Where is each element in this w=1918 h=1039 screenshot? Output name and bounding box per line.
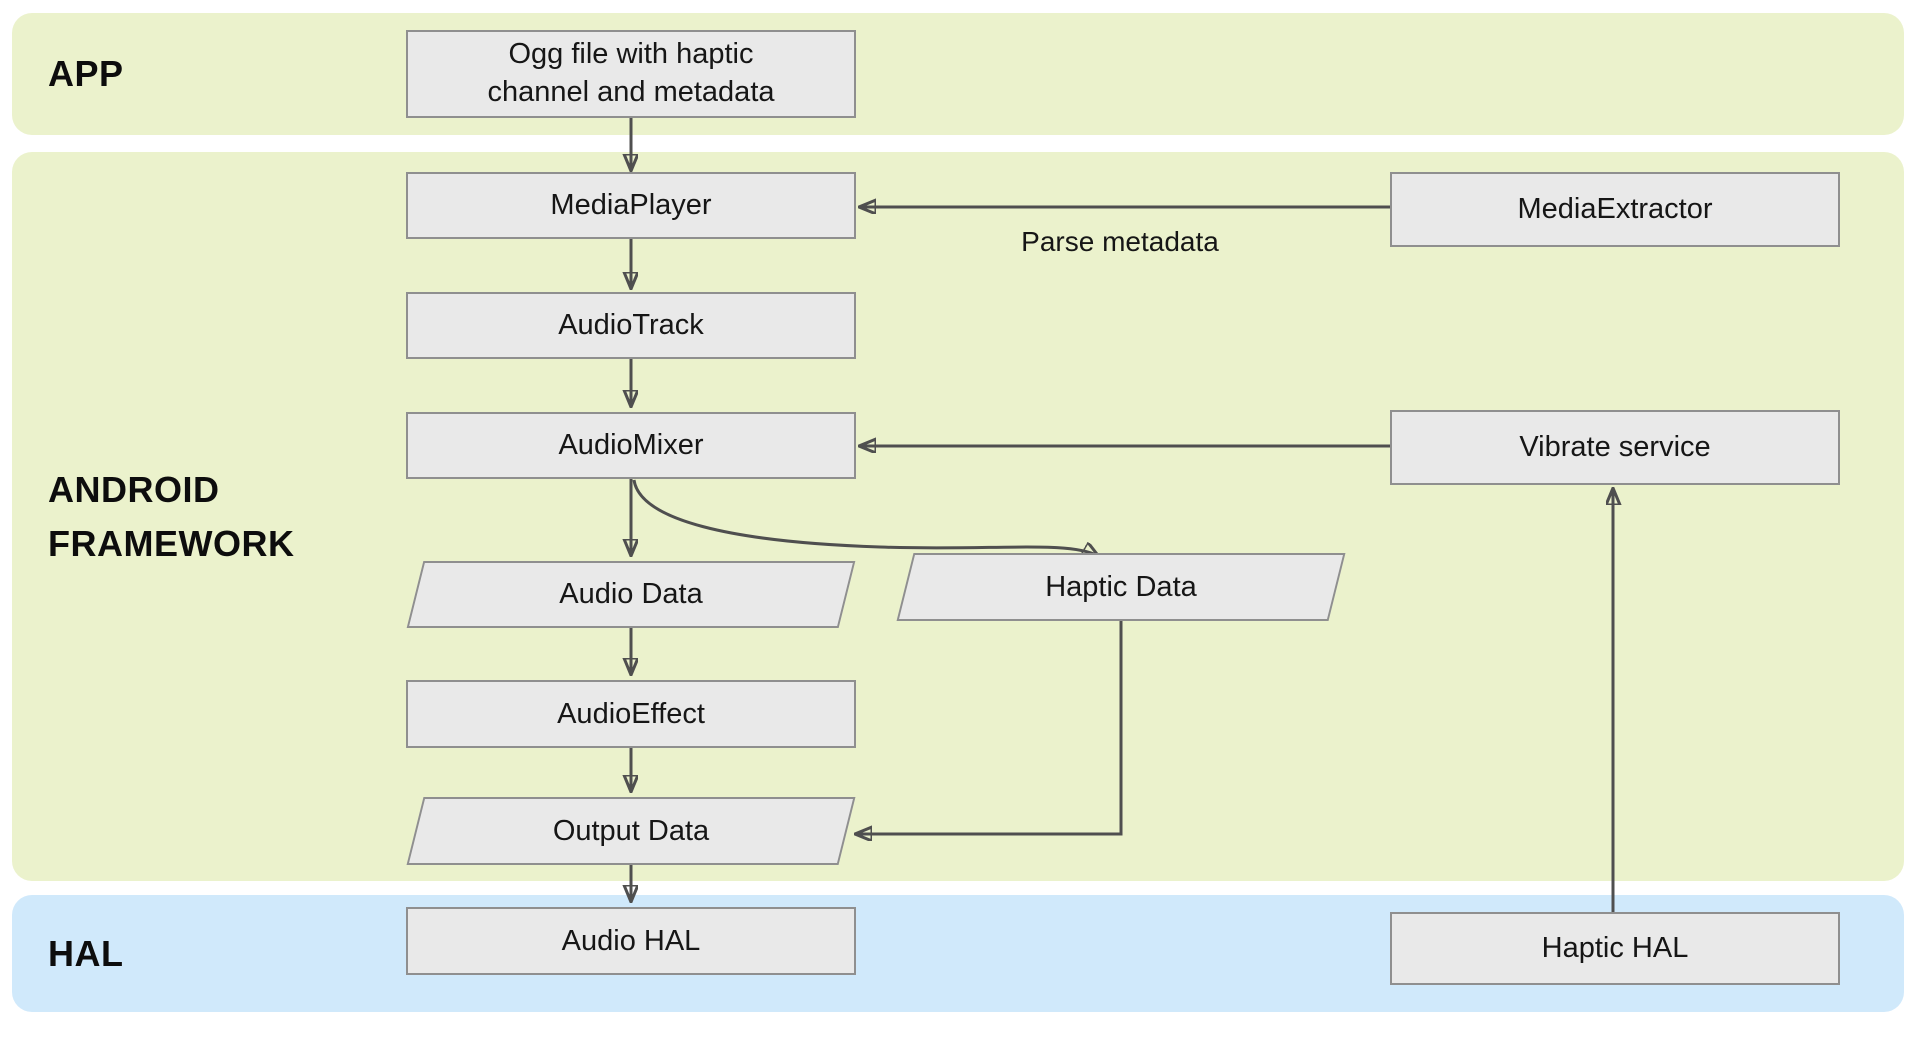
node-audio-hal-label: Audio HAL bbox=[561, 924, 701, 957]
node-audiomixer-label: AudioMixer bbox=[558, 429, 704, 461]
node-audiotrack-label: AudioTrack bbox=[558, 309, 704, 341]
node-audioeffect: AudioEffect bbox=[406, 680, 856, 748]
node-mediaextractor-label: MediaExtractor bbox=[1517, 193, 1713, 225]
node-mediaextractor: MediaExtractor bbox=[1390, 172, 1840, 247]
edge-label-parse-metadata: Parse metadata bbox=[1021, 226, 1219, 257]
node-output-data: Output Data bbox=[406, 797, 856, 865]
node-ogg-file-label: Ogg file with haptic channel and metadat… bbox=[487, 38, 775, 108]
node-vibrate-service-label: Vibrate service bbox=[1519, 431, 1711, 463]
node-audiomixer: AudioMixer bbox=[406, 412, 856, 479]
node-audio-hal: Audio HAL bbox=[406, 907, 856, 975]
node-haptic-hal-label: Haptic HAL bbox=[1541, 932, 1689, 964]
node-mediaplayer-label: MediaPlayer bbox=[550, 189, 712, 221]
node-haptic-data-label: Haptic Data bbox=[1045, 570, 1197, 603]
node-audio-data-label: Audio Data bbox=[559, 578, 703, 610]
node-audiotrack: AudioTrack bbox=[406, 292, 856, 359]
node-haptic-hal: Haptic HAL bbox=[1390, 912, 1840, 985]
node-vibrate-service: Vibrate service bbox=[1390, 410, 1840, 485]
node-ogg-file: Ogg file with haptic channel and metadat… bbox=[406, 30, 856, 118]
node-audio-data: Audio Data bbox=[406, 561, 856, 628]
node-haptic-data: Haptic Data bbox=[896, 553, 1346, 621]
band-label-hal: HAL bbox=[48, 932, 124, 974]
band-label-android-framework: ANDROID FRAMEWORK bbox=[48, 468, 295, 564]
band-label-app: APP bbox=[48, 53, 124, 94]
node-audioeffect-label: AudioEffect bbox=[557, 697, 705, 730]
node-mediaplayer: MediaPlayer bbox=[406, 172, 856, 239]
node-output-data-label: Output Data bbox=[552, 814, 710, 847]
band-app bbox=[12, 13, 1904, 135]
